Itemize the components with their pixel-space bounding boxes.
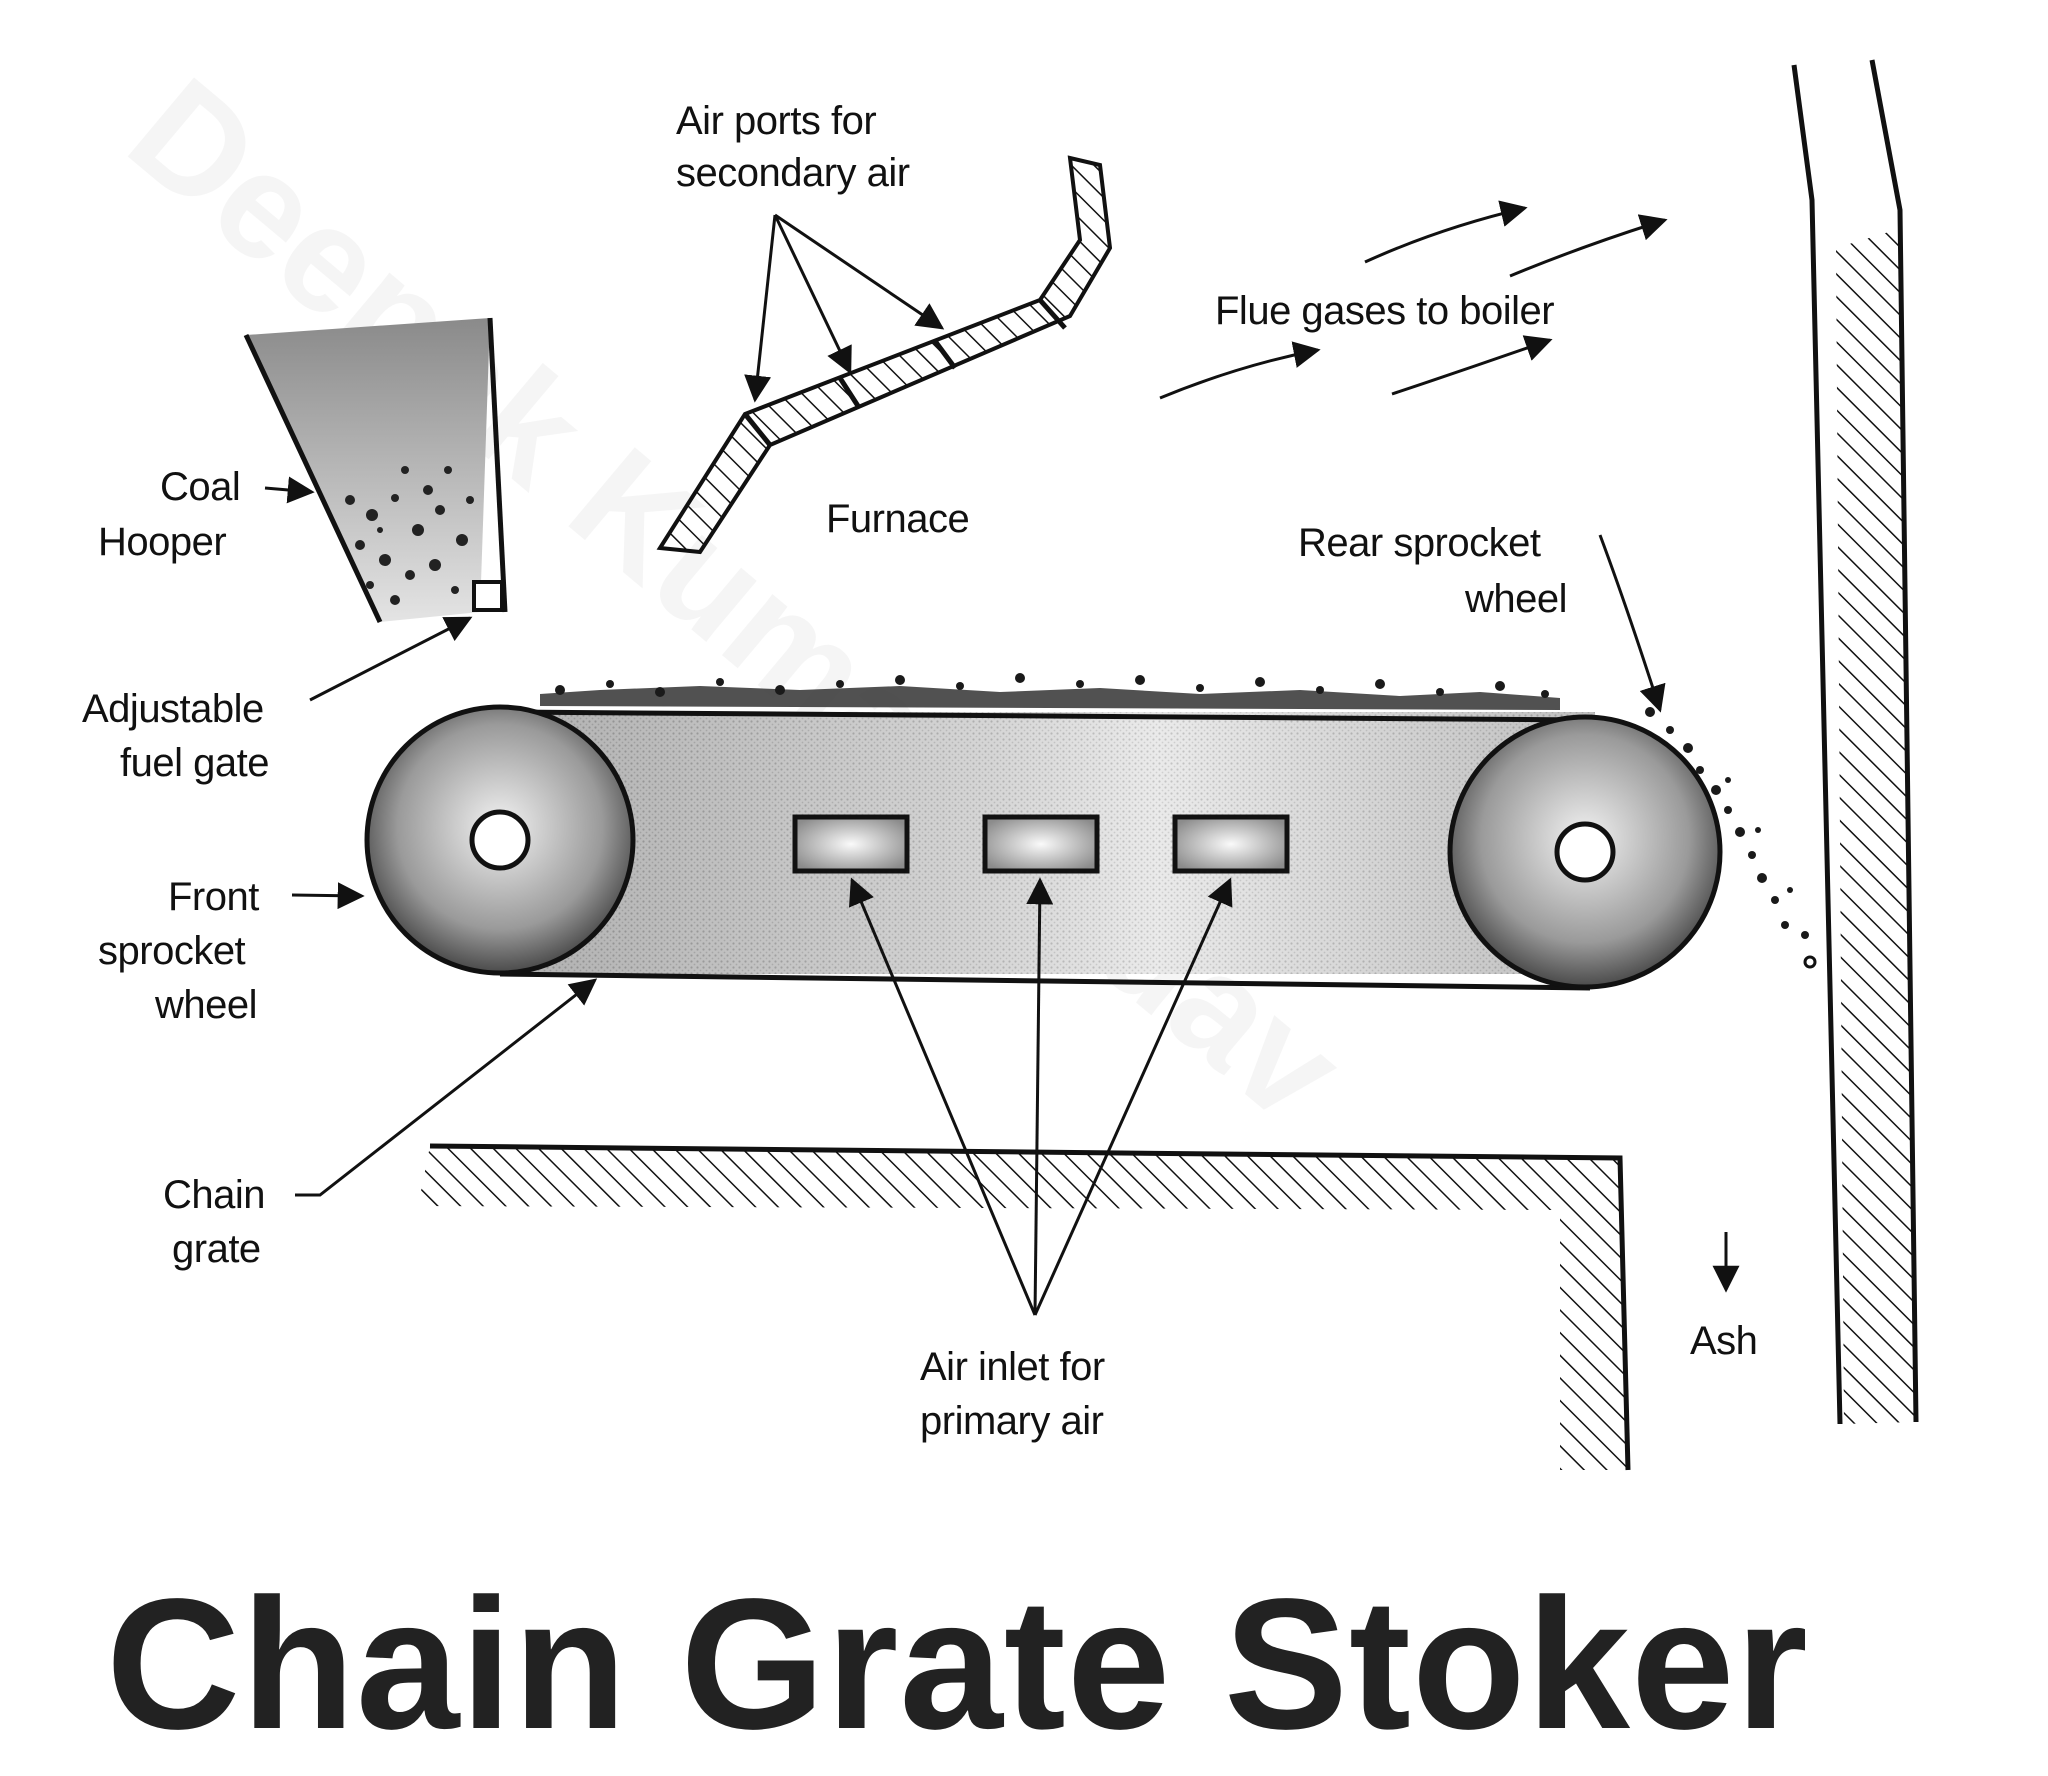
chain-grate-conveyor (364, 704, 1723, 991)
label-chain: Chain (163, 1173, 265, 1217)
label-front: Front (168, 875, 259, 919)
fuel-gate-pointer (309, 616, 473, 702)
label-adjustable: Adjustable (82, 687, 264, 731)
label-furnace: Furnace (826, 497, 969, 541)
boiler-wall (1791, 59, 1919, 1425)
label-hooper: Hooper (98, 520, 226, 564)
label-sprocket: sprocket (98, 929, 246, 973)
label-air-inlet-2: primary air (920, 1399, 1104, 1443)
page-title: Chain Grate Stoker (106, 1561, 1809, 1768)
ash-pit-wall (418, 1143, 1631, 1471)
label-flue-gases: Flue gases to boiler (1215, 289, 1554, 333)
fuel-bed (540, 673, 1560, 710)
front-sprocket-pointer (291, 882, 365, 910)
rear-sprocket-hub (1554, 821, 1616, 883)
coal-hopper-pointer (264, 476, 315, 504)
label-air-inlet-1: Air inlet for (920, 1345, 1105, 1389)
label-grate: grate (172, 1227, 261, 1271)
furnace-arch (656, 155, 1113, 555)
front-sprocket-hub (469, 809, 531, 871)
coal-hopper (243, 317, 508, 624)
label-coal: Coal (160, 465, 240, 509)
primary-air-port-3 (1172, 814, 1290, 874)
label-air-ports-2: secondary air (676, 151, 910, 195)
label-front-wheel: wheel (154, 983, 257, 1027)
label-ash: Ash (1690, 1319, 1757, 1363)
adjustable-fuel-gate (472, 580, 504, 612)
chain-grate-pointer (295, 978, 598, 1197)
label-fuel-gate: fuel gate (120, 741, 269, 785)
ash-particles (1645, 707, 1817, 969)
air-port-arrows (744, 213, 945, 403)
label-air-ports-1: Air ports for (676, 99, 876, 143)
primary-air-arrows (848, 877, 1233, 1316)
flue-gas-arrows (1159, 200, 1668, 400)
label-rear-sprocket-1: Rear sprocket (1298, 521, 1541, 565)
primary-air-port-1 (792, 814, 910, 874)
primary-air-port-2 (982, 814, 1100, 874)
rear-sprocket-pointer (1598, 534, 1666, 713)
label-rear-sprocket-2: wheel (1464, 577, 1567, 621)
